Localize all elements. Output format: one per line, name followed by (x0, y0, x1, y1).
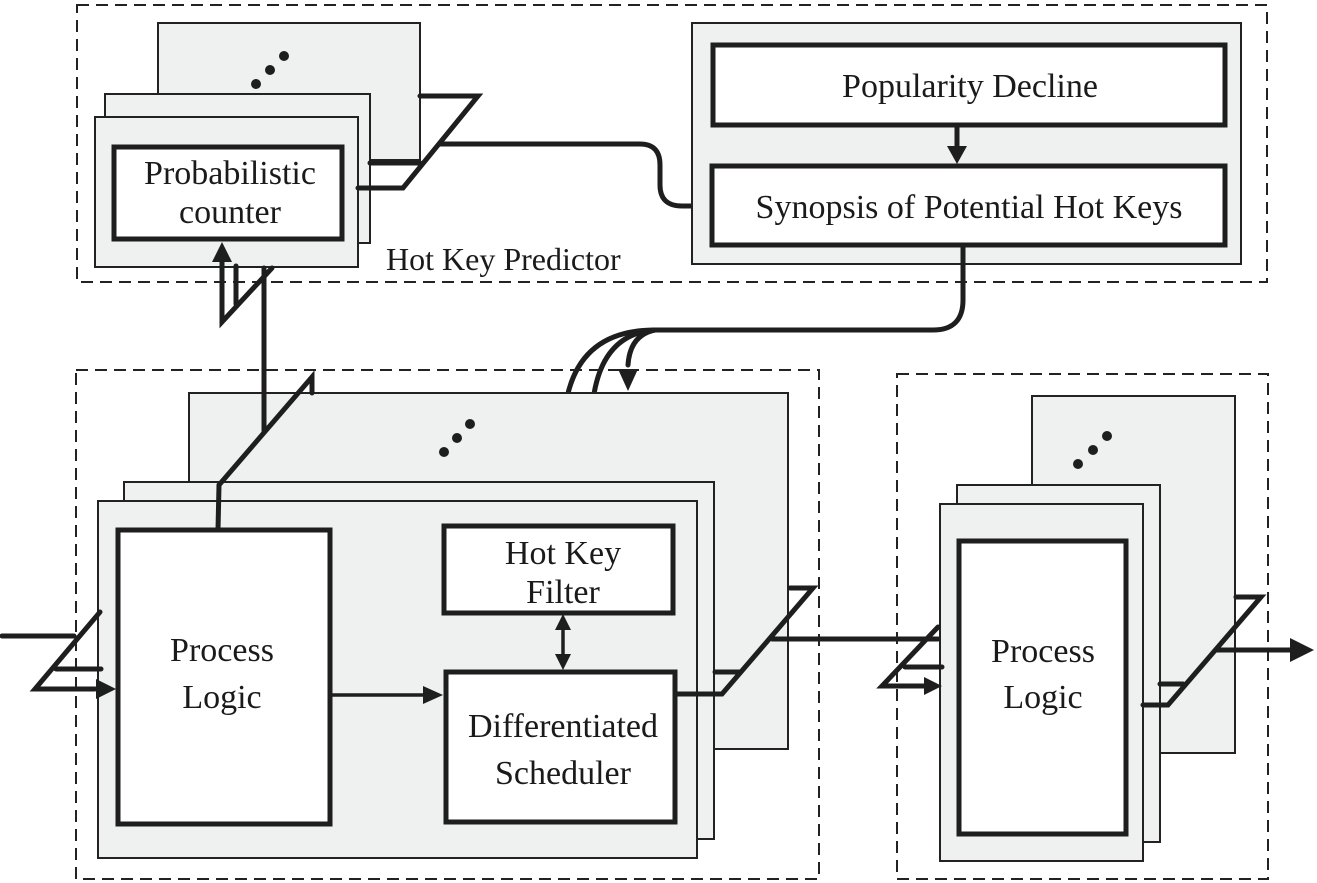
ellipsis-icon (1073, 431, 1112, 469)
differentiated-scheduler-box (443, 669, 678, 825)
popularity-decline-box (710, 42, 1228, 128)
arrowhead-icon (555, 614, 571, 630)
arrowhead-icon (618, 369, 638, 391)
process-logic-downstream-label-1: Process (991, 633, 1095, 670)
hot-key-filter-box (441, 523, 676, 616)
process-logic-downstream-box (956, 538, 1129, 837)
scheduler-label-1: Differentiated (468, 708, 658, 745)
arrowhead-icon (555, 654, 571, 670)
process-logic-upstream-label-2: Logic (182, 679, 261, 716)
scheduler-label-2: Scheduler (495, 755, 632, 792)
arrowhead-icon (947, 146, 967, 164)
output-arrowhead-icon (1290, 638, 1314, 662)
probabilistic-counter-label-2: counter (179, 194, 282, 231)
probabilistic-counter-label-1: Probabilistic (144, 155, 316, 192)
downstream-input-splitter (876, 624, 941, 689)
counter-input-splitter (219, 259, 275, 329)
popularity-decline-label: Popularity Decline (842, 68, 1098, 105)
synopsis-box (709, 163, 1228, 248)
feedback-branch-3 (625, 327, 658, 368)
arrowhead-icon (924, 677, 942, 695)
process-logic-upstream-box (115, 527, 333, 827)
process-logic-downstream-label-2: Logic (1003, 679, 1082, 716)
ellipsis-icon (439, 419, 475, 457)
synopsis-feedback-wire (652, 242, 966, 333)
synopsis-label: Synopsis of Potential Hot Keys (756, 189, 1183, 226)
process-logic-upstream-label-1: Process (170, 632, 274, 669)
arrowhead-icon (96, 679, 116, 699)
hot-key-predictor-group (76, 4, 1268, 283)
arrowhead-icon (212, 242, 232, 262)
counter-to-synopsis-wire (437, 141, 703, 209)
hot-key-filter-label-2: Filter (526, 574, 600, 611)
input-splitter-connector (29, 609, 103, 692)
arrowhead-icon (423, 686, 443, 704)
hot-key-predictor-caption: Hot Key Predictor (386, 241, 621, 277)
ellipsis-icon (251, 51, 289, 89)
scheduler-output-merge (672, 585, 819, 697)
hot-key-filter-label-1: Hot Key (505, 535, 621, 572)
probabilistic-counter-box (111, 144, 345, 242)
upstream-operator-group (75, 369, 820, 880)
